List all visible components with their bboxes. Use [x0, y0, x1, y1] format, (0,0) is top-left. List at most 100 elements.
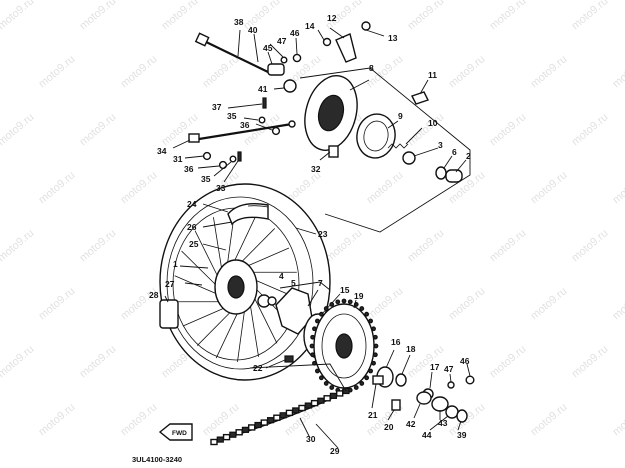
watermark-text: moto9.ru: [487, 0, 528, 32]
sprocket-tooth: [364, 375, 370, 381]
callout-39: 39: [457, 430, 467, 440]
watermark-text: moto9.ru: [118, 401, 159, 438]
callout-8: 8: [369, 63, 374, 73]
pin-37: [262, 97, 267, 109]
callout-26: 26: [187, 222, 197, 232]
watermark-text: moto9.ru: [610, 401, 625, 438]
chain-link: [260, 419, 268, 426]
fwd-arrow-shape: [158, 423, 193, 441]
fwd-label: FWD: [172, 430, 187, 437]
washer-35-lower: [229, 155, 237, 163]
callout-44: 44: [422, 430, 432, 440]
chain-link: [248, 424, 256, 431]
chain-link: [235, 429, 243, 436]
chain-link: [317, 397, 325, 404]
callout-36-lower: 36: [184, 164, 194, 174]
chain-link: [254, 421, 262, 429]
tube-tread: [247, 205, 269, 208]
watermark-text: moto9.ru: [446, 53, 487, 90]
chain-link: [292, 407, 300, 414]
chain-link: [229, 431, 237, 438]
watermark-text: moto9.ru: [446, 285, 487, 322]
callout-33: 33: [216, 183, 226, 193]
adjuster-42: [416, 391, 432, 405]
chain-link: [216, 436, 224, 443]
spacer-2: [445, 169, 463, 183]
watermark-text: moto9.ru: [569, 227, 610, 264]
chain-links: [210, 387, 350, 446]
watermark-text: moto9.ru: [159, 111, 200, 148]
washer-35-upper: [258, 116, 266, 124]
sprocket-tooth: [353, 385, 359, 390]
tube: [227, 202, 269, 226]
callout-36-upper: 36: [240, 120, 250, 130]
sprocket-tooth: [364, 311, 370, 317]
rear-axle: [201, 39, 269, 73]
callout-25: 25: [189, 239, 199, 249]
tire-valve-bead: [159, 299, 179, 329]
callout-13: 13: [388, 33, 398, 43]
spoke: [244, 247, 290, 268]
washer-43: [431, 396, 449, 412]
watermark-text: moto9.ru: [118, 53, 159, 90]
watermark-text: moto9.ru: [36, 285, 77, 322]
sprocket-tooth: [329, 302, 335, 307]
watermark-text: moto9.ru: [487, 343, 528, 380]
sprocket-tooth: [372, 334, 378, 340]
callout-16: 16: [391, 337, 401, 347]
chain-link: [241, 426, 250, 433]
sprocket-tooth: [371, 360, 376, 366]
callout-2: 2: [466, 151, 471, 161]
callout-12: 12: [327, 13, 337, 23]
callout-17: 17: [430, 362, 440, 372]
chain-bracket: [249, 363, 347, 392]
callout-32: 32: [311, 164, 321, 174]
camshaft-lever: [335, 33, 357, 63]
watermark-text: moto9.ru: [77, 0, 118, 32]
wheel-assembly: [159, 183, 331, 381]
callout-43: 43: [438, 418, 448, 428]
watermark-text: moto9.ru: [364, 285, 405, 322]
sprocket-tooth: [368, 318, 374, 324]
watermark-text: moto9.ru: [610, 53, 625, 90]
chain-link: [298, 404, 306, 412]
callout-46-top: 46: [290, 28, 300, 38]
watermark-text: moto9.ru: [569, 111, 610, 148]
callout-20: 20: [384, 422, 394, 432]
nut-39: [456, 409, 468, 423]
sprocket-tooth: [341, 298, 347, 304]
nut-21: [372, 375, 384, 385]
hub-bracket: [279, 281, 331, 291]
callout-31: 31: [173, 154, 183, 164]
bolt-32: [328, 145, 339, 158]
watermark-text: moto9.ru: [118, 169, 159, 206]
callout-21: 21: [368, 410, 378, 420]
callout-15: 15: [340, 285, 350, 295]
sprocket-tooth: [347, 299, 353, 305]
sprocket-tooth: [371, 326, 376, 332]
brake-assembly: [172, 21, 471, 233]
chain-link: [210, 438, 218, 446]
washer-31: [202, 151, 212, 161]
callout-7: 7: [318, 278, 323, 288]
oil-seal-18: [395, 373, 407, 387]
spoke: [252, 294, 278, 344]
shoe-spring: [387, 143, 409, 149]
sprocket-tooth: [335, 299, 341, 305]
chain-link: [285, 409, 294, 417]
watermark-text: moto9.ru: [569, 343, 610, 380]
sprocket-tooth: [373, 343, 379, 349]
spoke: [174, 275, 220, 296]
watermark-text: moto9.ru: [528, 401, 569, 438]
fwd-arrow: FWD: [158, 423, 193, 441]
watermark-text: moto9.ru: [487, 227, 528, 264]
callout-22: 22: [253, 363, 263, 373]
hub-center: [227, 275, 245, 299]
watermark-text: moto9.ru: [36, 53, 77, 90]
callout-47-top: 47: [277, 36, 287, 46]
washer-47-top: [280, 56, 288, 64]
oil-seal-3: [402, 151, 416, 165]
callout-11: 11: [428, 70, 437, 80]
watermark-text: moto9.ru: [77, 111, 118, 148]
